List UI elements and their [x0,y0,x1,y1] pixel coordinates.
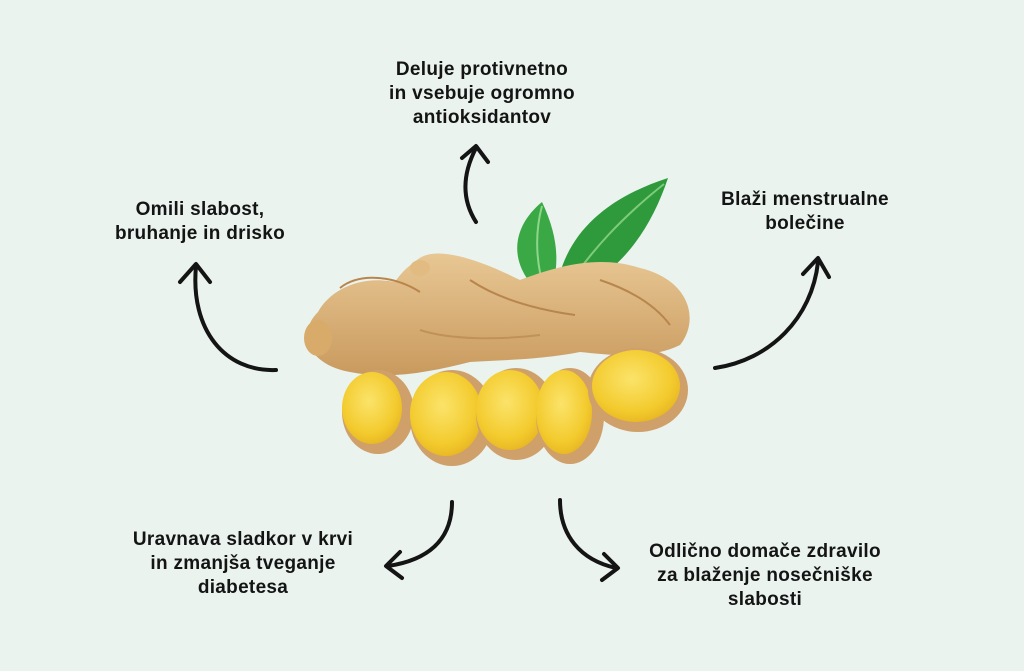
benefit-anti-inflammatory: Deluje protivnetno in vsebuje ogromno an… [372,58,592,130]
benefit-line: Deluje protivnetno [395,59,569,80]
ginger-root-icon [304,253,690,376]
benefit-nausea-relief: Omili slabost, bruhanje in drisko [95,198,305,246]
benefit-line: Odlično domače zdravilo [649,541,881,562]
benefit-line: bolečine [765,213,845,234]
benefit-line: za blaženje nosečniške [657,565,873,586]
arrow-left-up-icon [178,262,278,373]
benefit-blood-sugar: Uravnava sladkor v krvi in zmanjša tvega… [108,528,378,600]
arrow-right-up-icon [713,256,831,370]
benefit-line: slabosti [727,589,803,610]
benefit-line: antioksidantov [412,107,552,128]
benefit-menstrual-pain: Blaži menstrualne bolečine [700,188,910,236]
benefit-line: Omili slabost, [135,199,265,220]
arrow-down-right-icon [558,498,620,582]
benefit-line: in zmanjša tveganje [150,553,336,574]
arrow-down-left-icon [384,500,454,580]
benefit-line: Uravnava sladkor v krvi [132,529,354,550]
benefit-line: bruhanje in drisko [114,223,286,244]
benefit-line: diabetesa [197,577,289,598]
ginger-slices-icon [342,348,688,466]
benefit-line: in vsebuje ogromno [389,83,575,104]
benefit-line: Blaži menstrualne [721,189,889,210]
arrow-up-icon [460,144,490,224]
benefit-pregnancy-nausea: Odlično domače zdravilo za blaženje nose… [620,540,910,612]
